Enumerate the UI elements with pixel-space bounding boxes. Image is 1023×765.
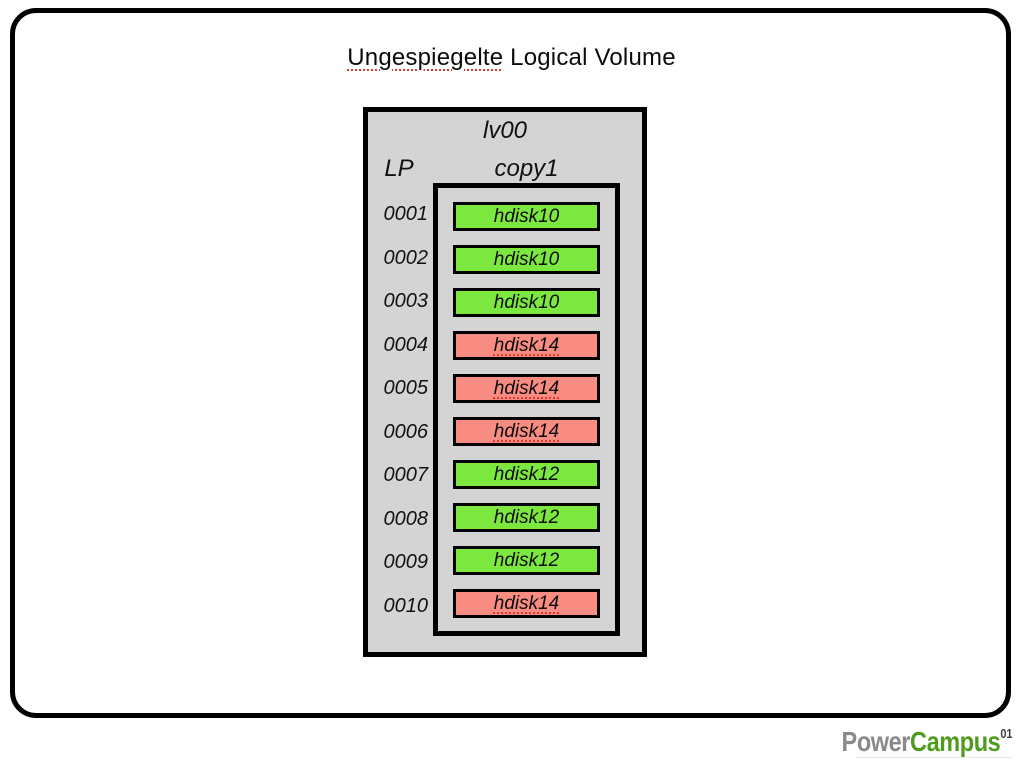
lp-label: 0004 bbox=[383, 333, 429, 356]
title-flagged-word: Ungespiegelte bbox=[347, 44, 504, 71]
disk-label: hdisk12 bbox=[493, 507, 560, 528]
lp-label: 0010 bbox=[383, 594, 429, 617]
disk-box: hdisk10 bbox=[453, 202, 600, 231]
powercampus-logo: PowerCampus01 bbox=[841, 726, 1012, 758]
lp-label: 0005 bbox=[383, 377, 429, 400]
lp-label: 0008 bbox=[383, 507, 429, 530]
disk-box: hdisk14 bbox=[453, 417, 600, 446]
brand-word-campus: Campus bbox=[909, 726, 1001, 757]
disk-label: hdisk14 bbox=[493, 378, 560, 399]
brand-superscript-01: 01 bbox=[999, 726, 1012, 741]
lp-label: 0002 bbox=[383, 246, 429, 269]
title-rest: Logical Volume bbox=[503, 44, 676, 71]
lp-label: 0006 bbox=[383, 420, 429, 443]
lp-column-header: LP bbox=[384, 155, 414, 182]
disk-label: hdisk10 bbox=[493, 206, 560, 227]
disk-label: hdisk10 bbox=[493, 292, 560, 313]
disk-label: hdisk14 bbox=[493, 335, 560, 356]
disk-box: hdisk10 bbox=[453, 288, 600, 317]
disk-box: hdisk14 bbox=[453, 374, 600, 403]
disk-label: hdisk12 bbox=[493, 550, 560, 571]
disk-box: hdisk10 bbox=[453, 245, 600, 274]
lp-label-column: 0001 0002 0003 0004 0005 0006 0007 0008 … bbox=[368, 183, 429, 636]
disk-label: hdisk12 bbox=[493, 464, 560, 485]
logo-underline-rule bbox=[855, 757, 1012, 758]
disk-box: hdisk12 bbox=[453, 460, 600, 489]
lp-label: 0003 bbox=[383, 290, 429, 313]
disk-label: hdisk10 bbox=[493, 249, 560, 270]
disk-label: hdisk14 bbox=[493, 421, 560, 442]
lp-label: 0001 bbox=[383, 203, 429, 225]
volume-name-label: lv00 bbox=[482, 117, 528, 144]
copy1-column-header: copy1 bbox=[494, 155, 559, 182]
lp-label: 0007 bbox=[383, 464, 429, 487]
brand-word-power: Power bbox=[841, 726, 910, 757]
disk-box: hdisk14 bbox=[453, 589, 600, 618]
lp-label: 0009 bbox=[383, 551, 429, 574]
disk-box: hdisk12 bbox=[453, 503, 600, 532]
logical-volume-box: lv00 LP copy1 0001 0002 0003 0004 0005 0… bbox=[363, 107, 647, 657]
disk-box: hdisk14 bbox=[453, 331, 600, 360]
disk-label: hdisk14 bbox=[493, 593, 560, 614]
disk-box: hdisk12 bbox=[453, 546, 600, 575]
slide-title: Ungespiegelte Logical Volume bbox=[0, 44, 1023, 72]
copy1-box: hdisk10 hdisk10 hdisk10 hdisk14 hdisk14 … bbox=[433, 183, 620, 636]
